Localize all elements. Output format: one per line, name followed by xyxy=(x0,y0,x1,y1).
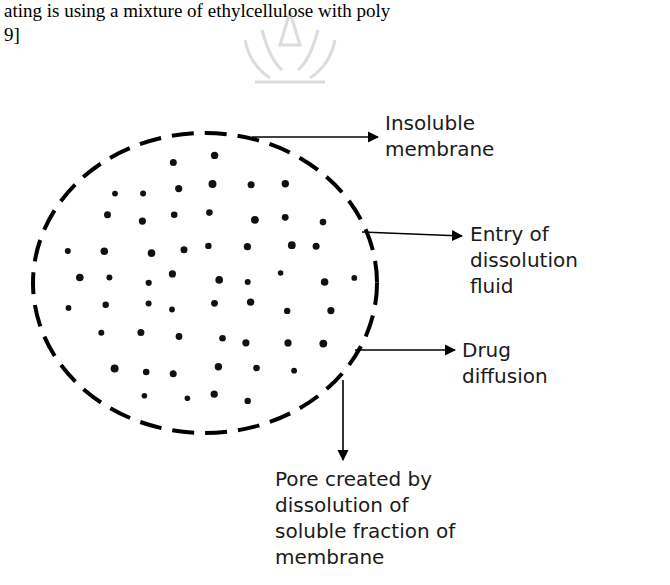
part-label: Drug diffusion xyxy=(462,337,572,389)
leader-arrow xyxy=(342,380,344,460)
drug-particle xyxy=(282,214,289,221)
drug-particle xyxy=(288,241,296,249)
drug-particle xyxy=(146,280,152,286)
drug-particle xyxy=(248,181,255,188)
drug-particle xyxy=(76,274,84,282)
drug-particle xyxy=(245,279,251,285)
drug-particle xyxy=(111,365,119,373)
drug-particle xyxy=(171,211,178,218)
drug-particle xyxy=(247,298,254,305)
drug-particle xyxy=(351,275,357,281)
drug-particle xyxy=(185,395,191,401)
drug-particle xyxy=(327,307,334,314)
drug-particle xyxy=(169,307,175,313)
drug-particle xyxy=(206,209,213,216)
drug-particle xyxy=(219,335,226,342)
crown-watermark xyxy=(245,12,335,82)
drug-particle xyxy=(104,211,111,218)
drug-particle xyxy=(175,185,182,192)
drug-particle xyxy=(103,302,109,308)
drug-particle xyxy=(215,363,222,370)
drug-particle xyxy=(98,330,104,336)
drug-particle xyxy=(215,276,223,284)
drug-particle xyxy=(148,249,156,257)
drug-particle xyxy=(278,270,284,276)
drug-particle xyxy=(313,243,320,250)
drug-particle xyxy=(205,243,211,249)
drug-particle xyxy=(176,333,183,340)
drug-particle xyxy=(169,270,176,277)
part-label: Insoluble membrane xyxy=(385,110,515,162)
drug-particle xyxy=(66,305,72,311)
drug-particle xyxy=(242,339,249,346)
cut-text: ating is using a mixture of ethylcellulo… xyxy=(4,0,390,22)
leader-arrow xyxy=(355,349,455,351)
drug-particle xyxy=(170,370,177,377)
drug-particle xyxy=(251,216,259,224)
reference-number: 9] xyxy=(4,24,20,46)
drug-particle xyxy=(284,339,291,346)
drug-particle xyxy=(112,191,118,197)
leader-arrows xyxy=(252,137,462,460)
drug-particle xyxy=(137,329,144,336)
drug-particle xyxy=(245,398,251,404)
drug-particle xyxy=(139,218,146,225)
drug-particle xyxy=(319,340,327,348)
leader-arrow xyxy=(252,136,378,138)
leader-arrow xyxy=(362,232,462,236)
drug-particle xyxy=(140,191,146,197)
drug-particle xyxy=(142,393,148,399)
insoluble-membrane xyxy=(33,133,377,433)
drug-particle xyxy=(282,180,289,187)
drug-particle xyxy=(106,275,112,281)
drug-particle xyxy=(291,368,297,374)
drug-particles xyxy=(65,152,357,404)
drug-particle xyxy=(211,391,218,398)
drug-particle xyxy=(143,369,150,376)
drug-particle xyxy=(170,159,177,166)
drug-particle xyxy=(211,300,218,307)
part-label: Entry of dissolution fluid xyxy=(470,221,615,299)
drug-particle xyxy=(146,301,152,307)
drug-particle xyxy=(181,246,188,253)
drug-particle xyxy=(284,308,290,314)
drug-particle xyxy=(253,365,260,372)
part-label: Pore created by dissolution of soluble f… xyxy=(275,466,480,570)
drug-particle xyxy=(320,219,327,226)
drug-particle xyxy=(211,152,218,159)
drug-particle xyxy=(244,243,251,250)
drug-particle xyxy=(209,180,217,188)
drug-particle xyxy=(65,248,71,254)
drug-particle xyxy=(321,278,329,286)
drug-particle xyxy=(101,247,109,255)
